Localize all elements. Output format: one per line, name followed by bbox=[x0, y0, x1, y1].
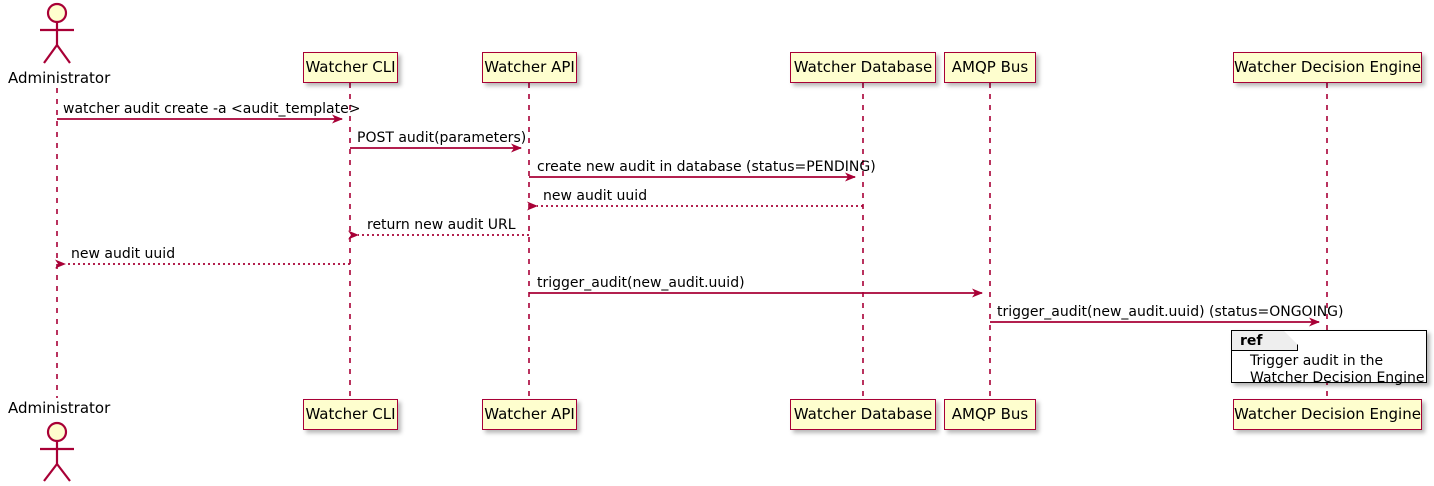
participant-box-watcher-database-top[interactable]: Watcher Database bbox=[790, 52, 936, 83]
message-label-2: POST audit(parameters) bbox=[357, 130, 527, 146]
participant-label-watcher-api-top: Watcher API bbox=[484, 58, 575, 76]
message-label-1: watcher audit create -a <audit_template> bbox=[63, 101, 361, 117]
actor-admin-top-icon bbox=[40, 2, 74, 64]
participant-label-amqp-bus-bottom: AMQP Bus bbox=[951, 405, 1029, 423]
ref-fragment[interactable]: ref Trigger audit in the Watcher Decisio… bbox=[1231, 330, 1427, 386]
participant-box-watcher-cli-top[interactable]: Watcher CLI bbox=[303, 52, 398, 83]
participant-label-watcher-cli-bottom: Watcher CLI bbox=[305, 405, 396, 423]
participant-box-watcher-api-top[interactable]: Watcher API bbox=[482, 52, 577, 83]
participant-box-watcher-api-bottom[interactable]: Watcher API bbox=[482, 399, 577, 430]
participant-box-watcher-decision-engine-bottom[interactable]: Watcher Decision Engine bbox=[1233, 399, 1422, 430]
participant-box-watcher-decision-engine-top[interactable]: Watcher Decision Engine bbox=[1233, 52, 1422, 83]
message-label-6: new audit uuid bbox=[71, 246, 176, 262]
participant-label-watcher-database-top: Watcher Database bbox=[793, 58, 933, 76]
lifelines bbox=[56, 83, 1328, 399]
participant-label-watcher-decision-engine-bottom: Watcher Decision Engine bbox=[1234, 405, 1421, 423]
ref-fragment-body: Trigger audit in the Watcher Decision En… bbox=[1250, 353, 1424, 387]
message-label-5: return new audit URL bbox=[367, 217, 516, 233]
message-label-4: new audit uuid bbox=[543, 188, 648, 204]
participant-label-amqp-bus-top: AMQP Bus bbox=[951, 58, 1029, 76]
participant-label-watcher-database-bottom: Watcher Database bbox=[793, 405, 933, 423]
message-arrows bbox=[55, 114, 1320, 327]
message-label-7: trigger_audit(new_audit.uuid) bbox=[537, 275, 745, 291]
participant-box-amqp-bus-bottom[interactable]: AMQP Bus bbox=[944, 399, 1036, 430]
participant-box-watcher-cli-bottom[interactable]: Watcher CLI bbox=[303, 399, 398, 430]
participant-label-watcher-decision-engine-top: Watcher Decision Engine bbox=[1234, 58, 1421, 76]
participant-label-watcher-api-bottom: Watcher API bbox=[484, 405, 575, 423]
actor-admin-bottom-icon bbox=[40, 421, 74, 482]
message-label-8: trigger_audit(new_audit.uuid) (status=ON… bbox=[997, 304, 1344, 320]
actor-label-admin-bottom: Administrator bbox=[8, 399, 111, 417]
ref-fragment-line-1: Trigger audit in the bbox=[1250, 353, 1384, 369]
participant-box-watcher-database-bottom[interactable]: Watcher Database bbox=[790, 399, 936, 430]
actor-label-admin-top: Administrator bbox=[8, 69, 111, 87]
message-label-3: create new audit in database (status=PEN… bbox=[537, 159, 876, 175]
ref-fragment-line-2: Watcher Decision Engine bbox=[1250, 370, 1425, 386]
ref-fragment-tag: ref bbox=[1240, 333, 1263, 349]
participant-box-amqp-bus-top[interactable]: AMQP Bus bbox=[944, 52, 1036, 83]
participant-label-watcher-cli-top: Watcher CLI bbox=[305, 58, 396, 76]
